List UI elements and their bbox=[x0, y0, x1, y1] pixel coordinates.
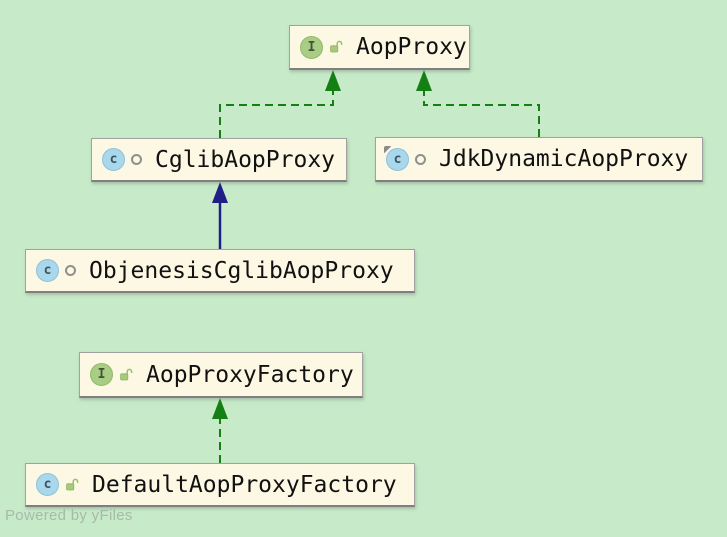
package-private-icon bbox=[415, 153, 426, 165]
node-defaultaopproxyfactory[interactable]: c DefaultAopProxyFactory bbox=[25, 463, 415, 507]
class-icon-glyph: c bbox=[43, 263, 52, 278]
edge-realization-cglibaopproxy-to-aopproxy[interactable] bbox=[219, 70, 341, 138]
class-icon: c bbox=[36, 473, 59, 496]
node-cglibaopproxy[interactable]: c CglibAopProxy bbox=[91, 138, 347, 182]
class-icon-glyph: c bbox=[393, 151, 402, 167]
yfiles-watermark: Powered by yFiles bbox=[5, 507, 133, 524]
final-marker-icon bbox=[384, 145, 392, 154]
interface-icon: I bbox=[90, 363, 113, 386]
edge-realization-jdkdynamicaopproxy-to-aopproxy[interactable] bbox=[416, 70, 540, 137]
node-label: DefaultAopProxyFactory bbox=[92, 471, 397, 498]
interface-icon-glyph: I bbox=[97, 367, 106, 382]
interface-icon-glyph: I bbox=[307, 39, 316, 55]
edge-generalization-objenesiscglibaopproxy-to-cglibaopproxy[interactable] bbox=[212, 182, 228, 249]
node-label: AopProxyFactory bbox=[146, 361, 354, 388]
node-label: ObjenesisCglibAopProxy bbox=[89, 257, 394, 284]
class-icon: c bbox=[384, 145, 409, 171]
node-label: AopProxy bbox=[356, 34, 467, 60]
node-objenesiscglibaopproxy[interactable]: c ObjenesisCglibAopProxy bbox=[25, 249, 415, 293]
arrowhead-icon bbox=[212, 398, 228, 419]
public-lock-icon bbox=[65, 478, 79, 492]
package-private-icon bbox=[131, 154, 142, 165]
class-icon-glyph: c bbox=[43, 477, 52, 492]
interface-icon: I bbox=[300, 35, 323, 59]
class-icon: c bbox=[102, 148, 125, 171]
node-aopproxy[interactable]: I AopProxy bbox=[289, 25, 470, 70]
class-icon: c bbox=[36, 259, 59, 282]
arrowhead-icon bbox=[212, 182, 228, 203]
node-label: JdkDynamicAopProxy bbox=[439, 146, 689, 172]
public-lock-icon bbox=[329, 40, 343, 54]
node-label: CglibAopProxy bbox=[155, 146, 336, 173]
package-private-icon bbox=[65, 265, 76, 276]
edge-realization-defaultaopproxyfactory-to-aopproxyfactory[interactable] bbox=[212, 398, 228, 463]
node-jdkdynamicaopproxy[interactable]: c JdkDynamicAopProxy bbox=[375, 137, 703, 182]
class-icon-glyph: c bbox=[109, 152, 118, 167]
arrowhead-icon bbox=[325, 70, 341, 91]
arrowhead-icon bbox=[416, 70, 432, 91]
public-lock-icon bbox=[119, 368, 133, 382]
node-aopproxyfactory[interactable]: I AopProxyFactory bbox=[79, 352, 363, 398]
